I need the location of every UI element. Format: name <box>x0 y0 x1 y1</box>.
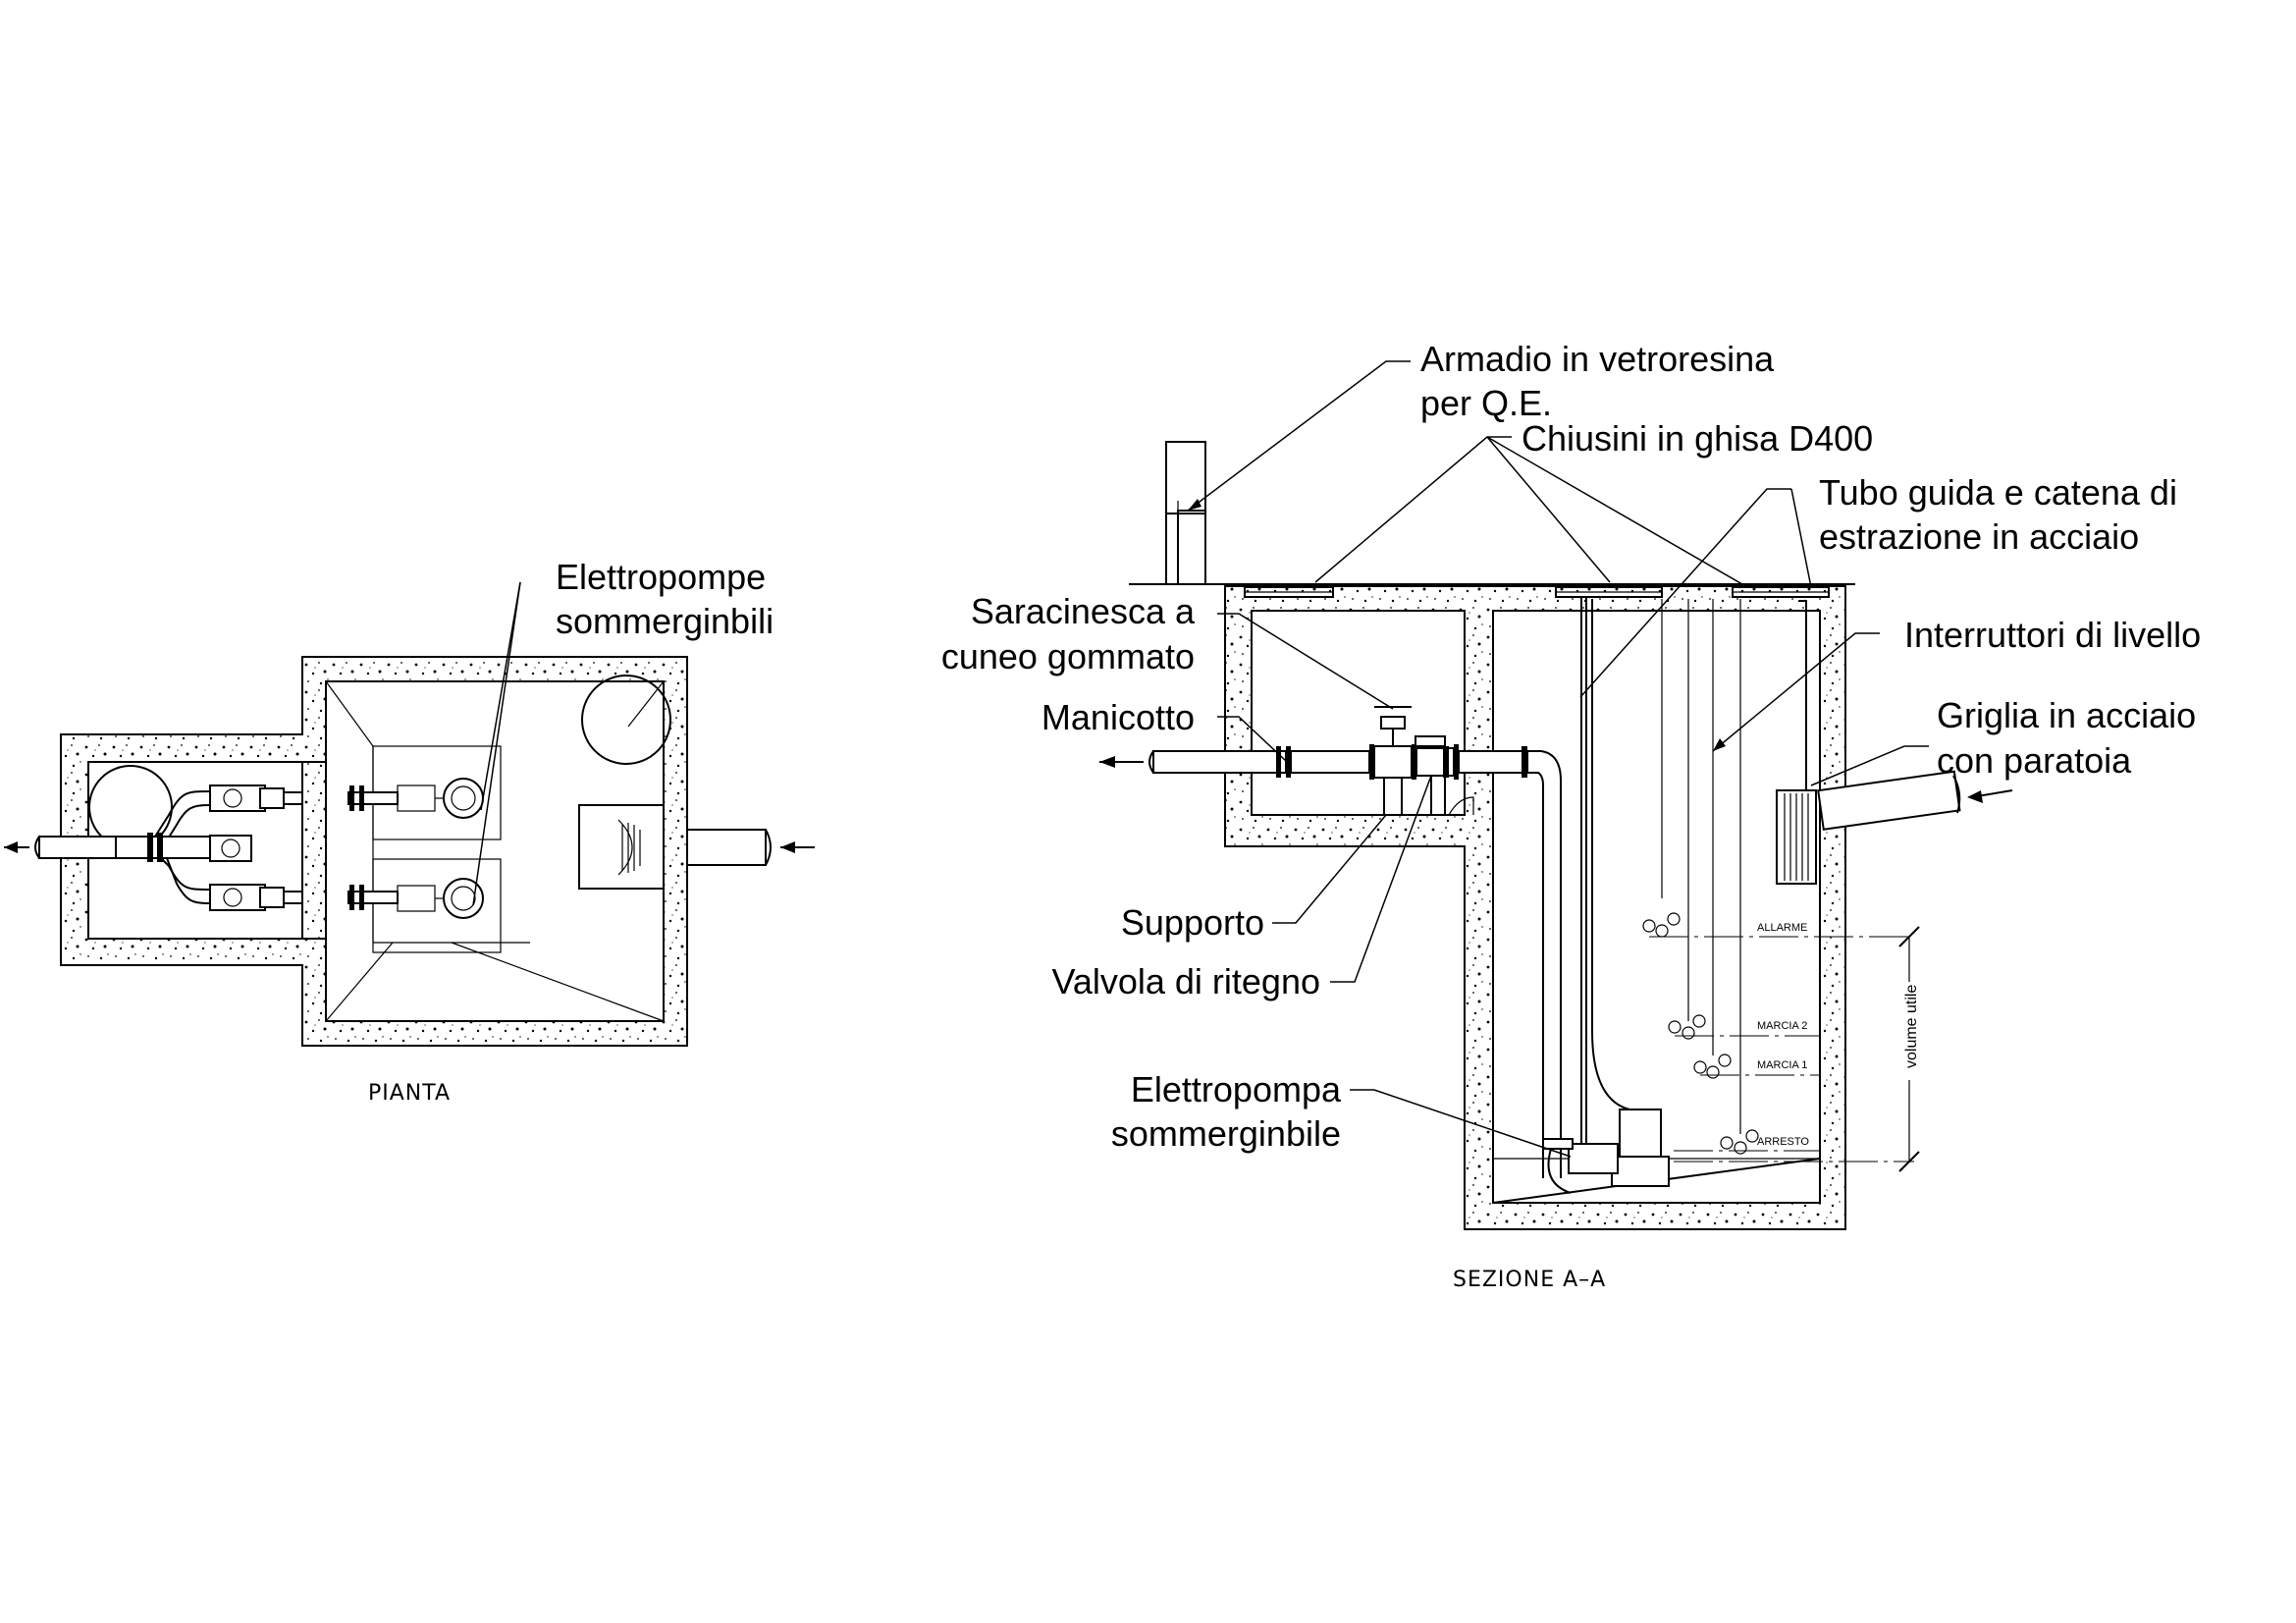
plan-pump-1 <box>397 778 484 819</box>
volume-label: volume utile <box>1903 985 1920 1068</box>
label-covers: Chiusini in ghisa D400 <box>1522 418 1873 459</box>
submersible-pump <box>1542 1109 1670 1194</box>
level-stop: ARRESTO <box>1757 1136 1809 1148</box>
guide-rail <box>1580 597 1630 1154</box>
cover-wet-well <box>1555 586 1663 598</box>
label-cabinet-2: per Q.E. <box>1420 383 1552 423</box>
grid-with-gate <box>1776 600 2013 885</box>
cover-wet-well-2 <box>1732 586 1830 598</box>
level-start-2: MARCIA 2 <box>1757 1020 1807 1032</box>
fiberglass-cabinet <box>1165 441 1206 585</box>
level-start-1: MARCIA 1 <box>1757 1059 1807 1071</box>
plan-partition-wall <box>301 761 327 940</box>
label-level-switches: Interruttori di livello <box>1904 615 2201 655</box>
label-grid: Griglia in acciaio <box>1937 695 2196 735</box>
plan-view: Elettropompe sommerginbili PIANTA <box>4 557 815 1106</box>
plan-grid-box <box>578 804 665 890</box>
section-concrete-wall <box>1224 585 1846 1230</box>
label-guide-rail: Tubo guida e catena di <box>1819 472 2177 513</box>
section-view: ALLARME MARCIA 2 MARCIA 1 ARRESTO volume… <box>941 339 2201 1292</box>
plan-pump-2 <box>397 878 484 919</box>
level-switches <box>1642 599 1759 1155</box>
label-pump-2: sommerginbile <box>1111 1113 1341 1154</box>
plan-caption: PIANTA <box>368 1081 451 1106</box>
plan-discharge-pipes <box>4 784 399 911</box>
label-guide-rail-2: estrazione in acciaio <box>1819 516 2139 557</box>
label-pump: Elettropompa <box>1131 1069 1342 1109</box>
level-alarm: ALLARME <box>1757 922 1807 934</box>
level-lines <box>1649 936 1914 1163</box>
section-caption: SEZIONE A–A <box>1453 1268 1606 1292</box>
plan-manhole-wet-well <box>581 675 671 765</box>
label-gate-valve-2: cuneo gommato <box>941 636 1195 676</box>
label-grid-2: con paratoia <box>1937 740 2132 781</box>
volume-dimension: volume utile <box>1898 926 1920 1172</box>
plan-label-pumps-2: sommerginbili <box>556 601 774 641</box>
leaders <box>1187 360 1929 1158</box>
label-support: Supporto <box>1121 902 1264 943</box>
label-coupling: Manicotto <box>1041 697 1195 737</box>
section-discharge-line <box>1099 706 1562 1178</box>
label-check-valve: Valvola di ritegno <box>1052 961 1321 1001</box>
label-gate-valve: Saracinesca a <box>971 591 1196 631</box>
cover-valve-chamber <box>1244 586 1334 598</box>
plan-label-pumps: Elettropompe <box>556 557 766 597</box>
label-cabinet: Armadio in vetroresina <box>1420 339 1775 379</box>
plan-inlet-pipe <box>686 829 767 866</box>
